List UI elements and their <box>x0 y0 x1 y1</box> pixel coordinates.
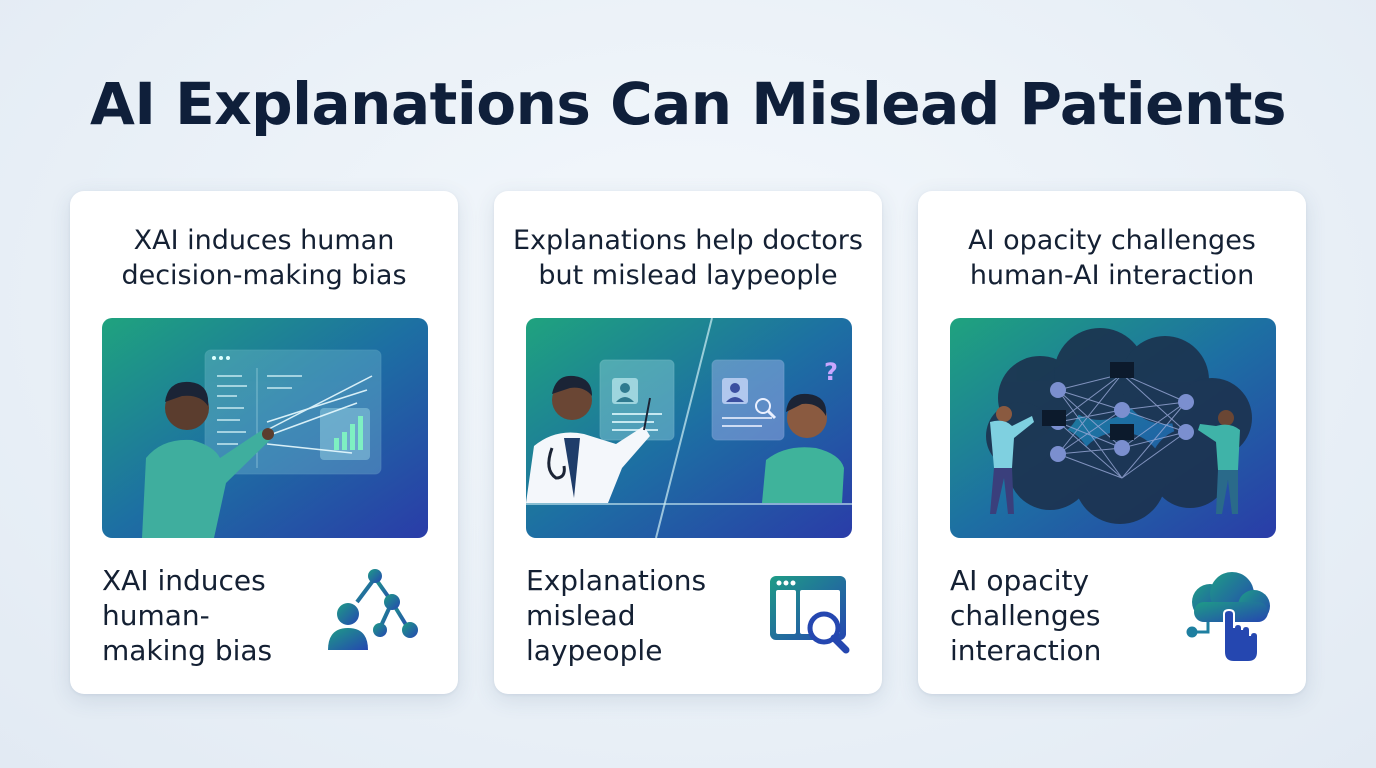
card-explanations-mislead: Explanations help doctors but mislead la… <box>494 191 882 694</box>
card-heading: Explanations help doctors but mislead la… <box>504 223 872 293</box>
card-caption-line: making bias <box>102 634 273 667</box>
card-heading-line: but mislead laypeople <box>538 260 838 291</box>
card-heading-line: AI opacity challenges <box>968 225 1256 256</box>
card-heading: AI opacity challenges human-AI interacti… <box>928 223 1296 293</box>
card-xai-bias: XAI induces human decision-making bias <box>70 191 458 694</box>
card-caption-line: Explanations <box>526 564 707 597</box>
card-caption: AI opacity challenges interaction <box>950 563 1150 668</box>
cloud-hand-icon <box>1168 566 1278 666</box>
card-caption-line: mislead <box>526 599 636 632</box>
card-caption-line: interaction <box>950 634 1102 667</box>
user-network-icon <box>320 566 430 666</box>
card-caption-line: XAI induces <box>102 564 266 597</box>
card-ai-opacity: AI opacity challenges human-AI interacti… <box>918 191 1306 694</box>
card-heading-line: Explanations help doctors <box>513 225 863 256</box>
card-heading-line: human-AI interaction <box>969 260 1255 291</box>
card-caption-line: AI opacity <box>950 564 1090 597</box>
card-caption-line: human- <box>102 599 210 632</box>
illustration-doctor-vs-layperson: ? <box>526 318 852 538</box>
card-heading-line: decision-making bias <box>121 260 407 291</box>
illustration-person-pointing-at-dashboard <box>102 318 428 538</box>
card-caption: Explanations mislead laypeople <box>526 563 726 668</box>
card-caption-line: challenges <box>950 599 1101 632</box>
svg-text:?: ? <box>824 358 838 386</box>
browser-magnifier-icon <box>744 566 854 666</box>
card-heading: XAI induces human decision-making bias <box>80 223 448 293</box>
page-title: AI Explanations Can Mislead Patients <box>89 70 1287 138</box>
card-caption: XAI induces human- making bias <box>102 563 302 668</box>
illustration-neural-network-cloud <box>950 318 1276 538</box>
card-heading-line: XAI induces human <box>133 225 395 256</box>
card-caption-line: laypeople <box>526 634 663 667</box>
